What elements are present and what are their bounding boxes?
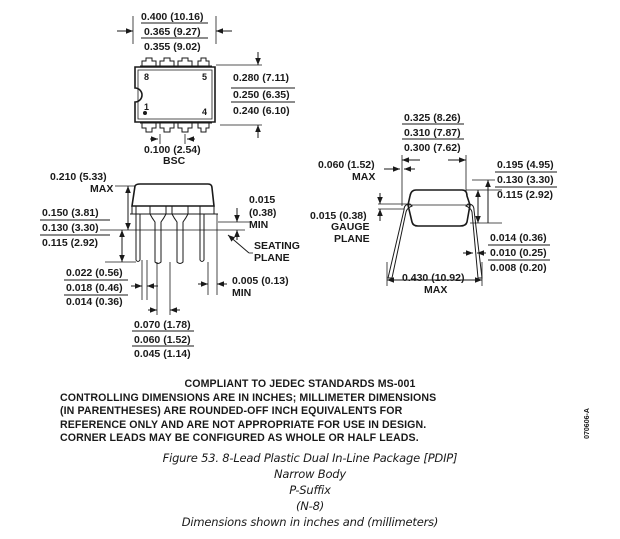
- lead: [141, 123, 157, 133]
- note-line: (IN PARENTHESES) ARE ROUNDED-OFF INCH EQ…: [60, 405, 403, 418]
- body-height-max: 0.195 (4.95): [497, 159, 554, 171]
- lead-width-max: 0.022 (0.56): [66, 267, 123, 279]
- notes-block: COMPLIANT TO JEDEC STANDARDS MS-001 CONT…: [60, 378, 540, 446]
- pin-label-5: 5: [202, 72, 207, 82]
- lead: [197, 57, 210, 66]
- pin1-indicator-icon: [143, 111, 147, 115]
- package-outline-inner: [137, 69, 213, 120]
- note-line: CORNER LEADS MAY BE CONFIGURED AS WHOLE …: [60, 432, 419, 445]
- pin-label-4: 4: [202, 107, 207, 117]
- shoulder-width-nom: 0.060 (1.52): [134, 334, 191, 346]
- side-view: 0.210 (5.33) MAX 0.150 (3.81) 0.130 (3.3…: [40, 171, 300, 360]
- top-length-nom: 0.365 (9.27): [144, 26, 201, 38]
- standoff-mm: (0.38): [249, 207, 276, 219]
- lead: [159, 57, 175, 66]
- overall-width-value: 0.430 (10.92): [402, 272, 464, 284]
- lead-length-nom: 0.130 (3.30): [42, 222, 99, 234]
- standoff-value: 0.015: [249, 194, 275, 206]
- top-leads: [140, 57, 212, 67]
- shoulder-width-max: 0.070 (1.78): [134, 319, 191, 331]
- top-width-nom: 0.250 (6.35): [233, 89, 290, 101]
- end-body: [407, 189, 471, 227]
- height-max-value: 0.210 (5.33): [50, 171, 107, 183]
- lead-thickness-min: 0.008 (0.20): [490, 262, 547, 274]
- lead: [159, 123, 175, 133]
- figure-caption: Figure 53. 8-Lead Plastic Dual In-Line P…: [120, 450, 500, 530]
- lead-left: [387, 203, 413, 279]
- pin-label-8: 8: [144, 72, 149, 82]
- bottom-leads: [140, 122, 212, 133]
- lead: [197, 123, 210, 133]
- overall-width-max: MAX: [424, 284, 447, 296]
- package-body: [134, 66, 216, 123]
- caption-line: Dimensions shown in inches and (millimet…: [181, 515, 439, 529]
- notes-title: COMPLIANT TO JEDEC STANDARDS MS-001: [184, 378, 416, 390]
- lead-thickness-nom: 0.010 (0.25): [490, 247, 547, 259]
- lead-length-max: 0.150 (3.81): [42, 207, 99, 219]
- gauge-plane-label-2: PLANE: [334, 233, 370, 245]
- drawing-code: 070606-A: [583, 408, 591, 439]
- seating-plane-label: SEATING: [254, 240, 300, 252]
- leader-arrow: [227, 234, 250, 254]
- top-length-min: 0.355 (9.02): [144, 41, 201, 53]
- lead: [177, 123, 193, 133]
- lead-offset-value: 0.060 (1.52): [318, 159, 375, 171]
- note-line: REFERENCE ONLY AND ARE NOT APPROPRIATE F…: [60, 418, 427, 431]
- pin-label-1: 1: [144, 102, 149, 112]
- seating-plane-label-2: PLANE: [254, 252, 290, 264]
- pitch-bsc: BSC: [163, 155, 186, 167]
- caption-line: (N-8): [295, 499, 325, 513]
- caption-title: Figure 53. 8-Lead Plastic Dual In-Line P…: [162, 451, 458, 465]
- end-gap-value: 0.005 (0.13): [232, 275, 289, 287]
- end-view: 0.325 (8.26) 0.310 (7.87) 0.300 (7.62) 0…: [310, 112, 557, 296]
- caption-line: Narrow Body: [273, 467, 347, 481]
- lead-offset-max: MAX: [352, 171, 375, 183]
- lead-width-min: 0.014 (0.36): [66, 296, 123, 308]
- lead: [141, 57, 157, 66]
- side-leads: [135, 206, 205, 264]
- height-max-label: MAX: [90, 183, 113, 195]
- lead-thickness-max: 0.014 (0.36): [490, 232, 547, 244]
- row-spacing-min: 0.300 (7.62): [404, 142, 461, 154]
- gauge-plane-value: 0.015 (0.38): [310, 210, 367, 222]
- note-line: CONTROLLING DIMENSIONS ARE IN INCHES; MI…: [60, 391, 437, 404]
- lead: [177, 57, 193, 66]
- lead-width-nom: 0.018 (0.46): [66, 282, 123, 294]
- lead: [149, 206, 167, 264]
- body-height-nom: 0.130 (3.30): [497, 174, 554, 186]
- top-width-max: 0.280 (7.11): [233, 72, 289, 84]
- gauge-plane-label: GAUGE: [331, 221, 370, 233]
- top-width-min: 0.240 (6.10): [233, 105, 290, 117]
- standoff-min: MIN: [249, 219, 268, 231]
- top-length-max: 0.400 (10.16): [141, 11, 203, 23]
- caption-line: P-Suffix: [289, 483, 331, 497]
- row-spacing-max: 0.325 (8.26): [404, 112, 461, 124]
- lead: [199, 206, 205, 262]
- row-spacing-nom: 0.310 (7.87): [404, 127, 461, 139]
- end-gap-min: MIN: [232, 287, 251, 299]
- body-height-min: 0.115 (2.92): [497, 189, 553, 201]
- lead: [135, 206, 141, 262]
- lead-length-min: 0.115 (2.92): [42, 237, 98, 249]
- side-body: [131, 183, 215, 207]
- shoulder-width-min: 0.045 (1.14): [134, 348, 191, 360]
- pitch-value: 0.100 (2.54): [144, 144, 201, 156]
- lead: [171, 206, 189, 264]
- top-view: 0.400 (10.16) 0.365 (9.27) 0.355 (9.02) …: [117, 11, 295, 167]
- lead-right: [465, 203, 483, 279]
